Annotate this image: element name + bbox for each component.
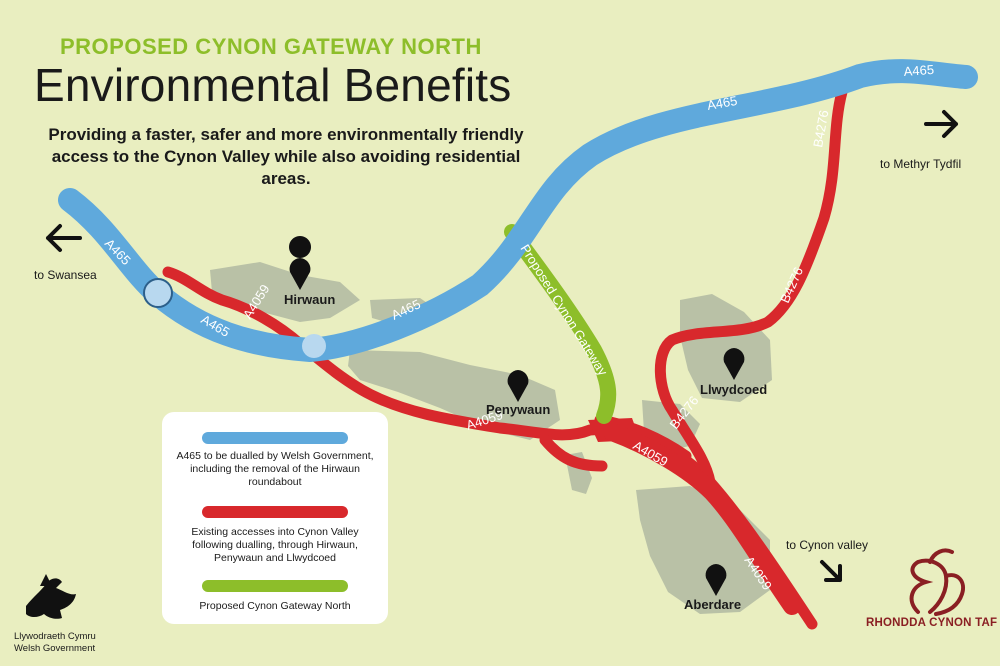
hirwaun-roundabout [143,278,173,308]
legend-red-text: Existing accesses into Cynon Valley foll… [191,526,359,564]
legend-blue-swatch [202,432,348,444]
road-cynon-gateway [504,224,617,424]
road-link-south [539,434,608,472]
page-title: Environmental Benefits [34,59,512,111]
label-a465-2: A465 [706,93,739,113]
welsh-gov-line1: Llywodraeth Cymru [14,631,96,642]
label-a465-1: A465 [903,62,934,79]
dest-swansea: to Swansea [34,268,97,282]
welsh-government-logo-text: Llywodraeth Cymru Welsh Government [14,631,96,655]
location-pins [289,236,745,596]
label-b4276-1: B4276 [810,109,831,149]
place-llwydcoed: Llwydcoed [700,382,768,397]
aberdare-trunk [603,423,801,615]
road-a4059-trunk [603,423,801,615]
pin-icon-llwydcoed [723,348,745,380]
legend-blue-text: A465 to be dualled by Welsh Government, … [176,450,374,488]
welsh-gov-line2: Welsh Government [14,643,96,654]
dest-merthyr: to Methyr Tydfil [880,157,962,171]
welsh-dragon-icon [26,574,76,619]
arrow-right-icon [924,110,958,138]
page-subtitle: PROPOSED CYNON GATEWAY NORTH [60,34,482,59]
penywaun-area [348,350,560,440]
arrow-left-icon [46,224,82,252]
legend-red-swatch [202,506,348,518]
label-cynon-gateway: Proposed Cynon Gateway [517,242,610,379]
pin-icon-penywaun [507,370,529,402]
arrow-down-right-icon [820,560,842,582]
place-hirwaun: Hirwaun [284,292,336,307]
place-penywaun: Penywaun [486,402,551,417]
rct-logo-text: RHONDDA CYNON TAF [866,617,998,629]
rct-logo-icon [909,548,965,616]
legend-green-swatch [202,580,348,592]
place-aberdare: Aberdare [684,597,742,612]
direction-arrows [46,110,958,582]
hirwaun-area [210,262,360,322]
pin-icon-aberdare [705,564,727,596]
penywaun-roundabout [302,334,326,358]
legend-green-text: Proposed Cynon Gateway North [199,600,351,612]
llwydcoed-area [680,294,772,402]
dest-cynon-valley: to Cynon valley [786,538,869,552]
pin-icon-hirwaun [289,236,312,290]
road-b4276 [654,86,848,488]
page-description: Providing a faster, safer and more envir… [48,125,524,188]
legend-box: A465 to be dualled by Welsh Government, … [162,412,388,624]
